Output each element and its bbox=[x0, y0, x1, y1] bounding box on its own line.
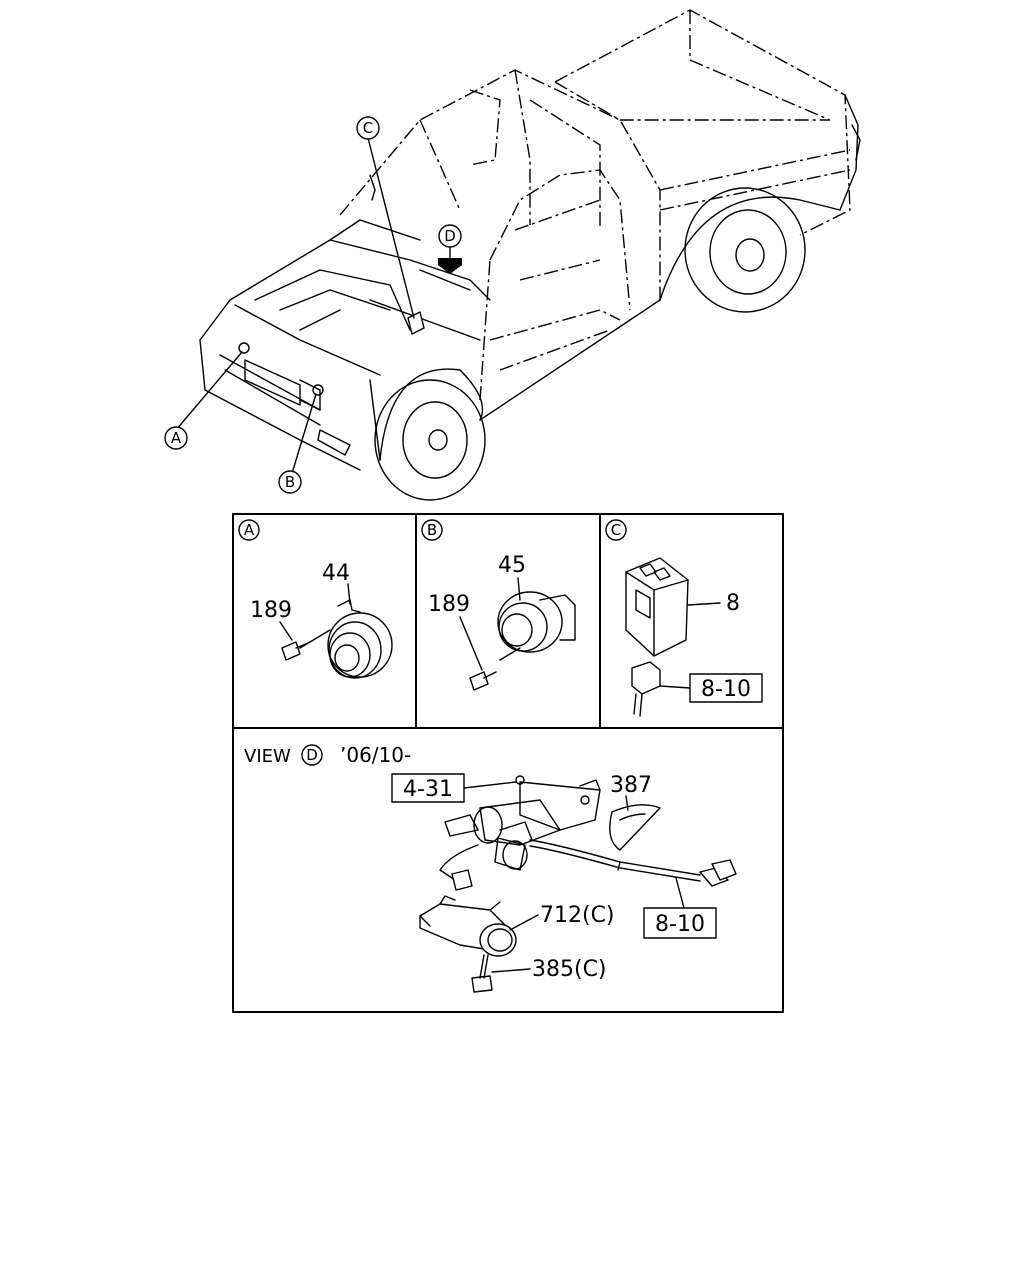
part-8-label: 8 bbox=[726, 591, 740, 616]
bolt-189-a bbox=[281, 641, 309, 661]
panel-c-letter: C bbox=[611, 521, 621, 539]
panel-b-letter: B bbox=[427, 521, 437, 539]
panel-b: B 45 189 bbox=[421, 519, 576, 691]
screw-385 bbox=[471, 954, 493, 993]
part-387-label: 387 bbox=[610, 773, 652, 798]
view-letter: D bbox=[306, 746, 318, 764]
callout-c-label: C bbox=[363, 119, 373, 137]
panel-a-letter: A bbox=[244, 521, 255, 539]
callout-d: D bbox=[438, 224, 462, 248]
part-189-b-label: 189 bbox=[428, 592, 470, 617]
panel-c: C 8 8-10 bbox=[605, 519, 763, 717]
panel-a: A 44 189 bbox=[238, 519, 393, 679]
view-label: VIEW bbox=[244, 746, 291, 767]
sensor-45 bbox=[497, 591, 576, 661]
date-label: ’06/10- bbox=[340, 743, 411, 767]
callout-b: B bbox=[278, 470, 302, 494]
steering-column-assembly bbox=[444, 775, 601, 871]
control-module-8 bbox=[625, 557, 689, 657]
part-385-label: 385(C) bbox=[532, 957, 607, 982]
sensor-44 bbox=[299, 599, 393, 679]
callout-b-label: B bbox=[285, 473, 295, 491]
callout-d-label: D bbox=[444, 227, 456, 245]
cable-tie-387 bbox=[609, 804, 661, 851]
ref-4-31-label: 4-31 bbox=[403, 777, 453, 802]
part-44-label: 44 bbox=[322, 561, 350, 586]
callout-a-label: A bbox=[171, 429, 182, 447]
bolt-189-b bbox=[469, 671, 497, 691]
ref-8-10-d-label: 8-10 bbox=[655, 912, 705, 937]
connector-8-10 bbox=[631, 661, 661, 717]
ref-8-10-c-label: 8-10 bbox=[701, 677, 751, 702]
part-189-a-label: 189 bbox=[250, 598, 292, 623]
part-45-label: 45 bbox=[498, 553, 526, 578]
callout-c: C bbox=[356, 116, 380, 140]
callout-a: A bbox=[164, 426, 188, 450]
truck-illustration bbox=[175, 9, 861, 501]
bracket-712 bbox=[419, 895, 517, 957]
wire-harness bbox=[439, 839, 737, 891]
panel-d: VIEW D ’06/10- 4-31 387 bbox=[244, 743, 737, 993]
part-712-label: 712(C) bbox=[540, 903, 615, 928]
detail-frame bbox=[232, 513, 784, 1013]
